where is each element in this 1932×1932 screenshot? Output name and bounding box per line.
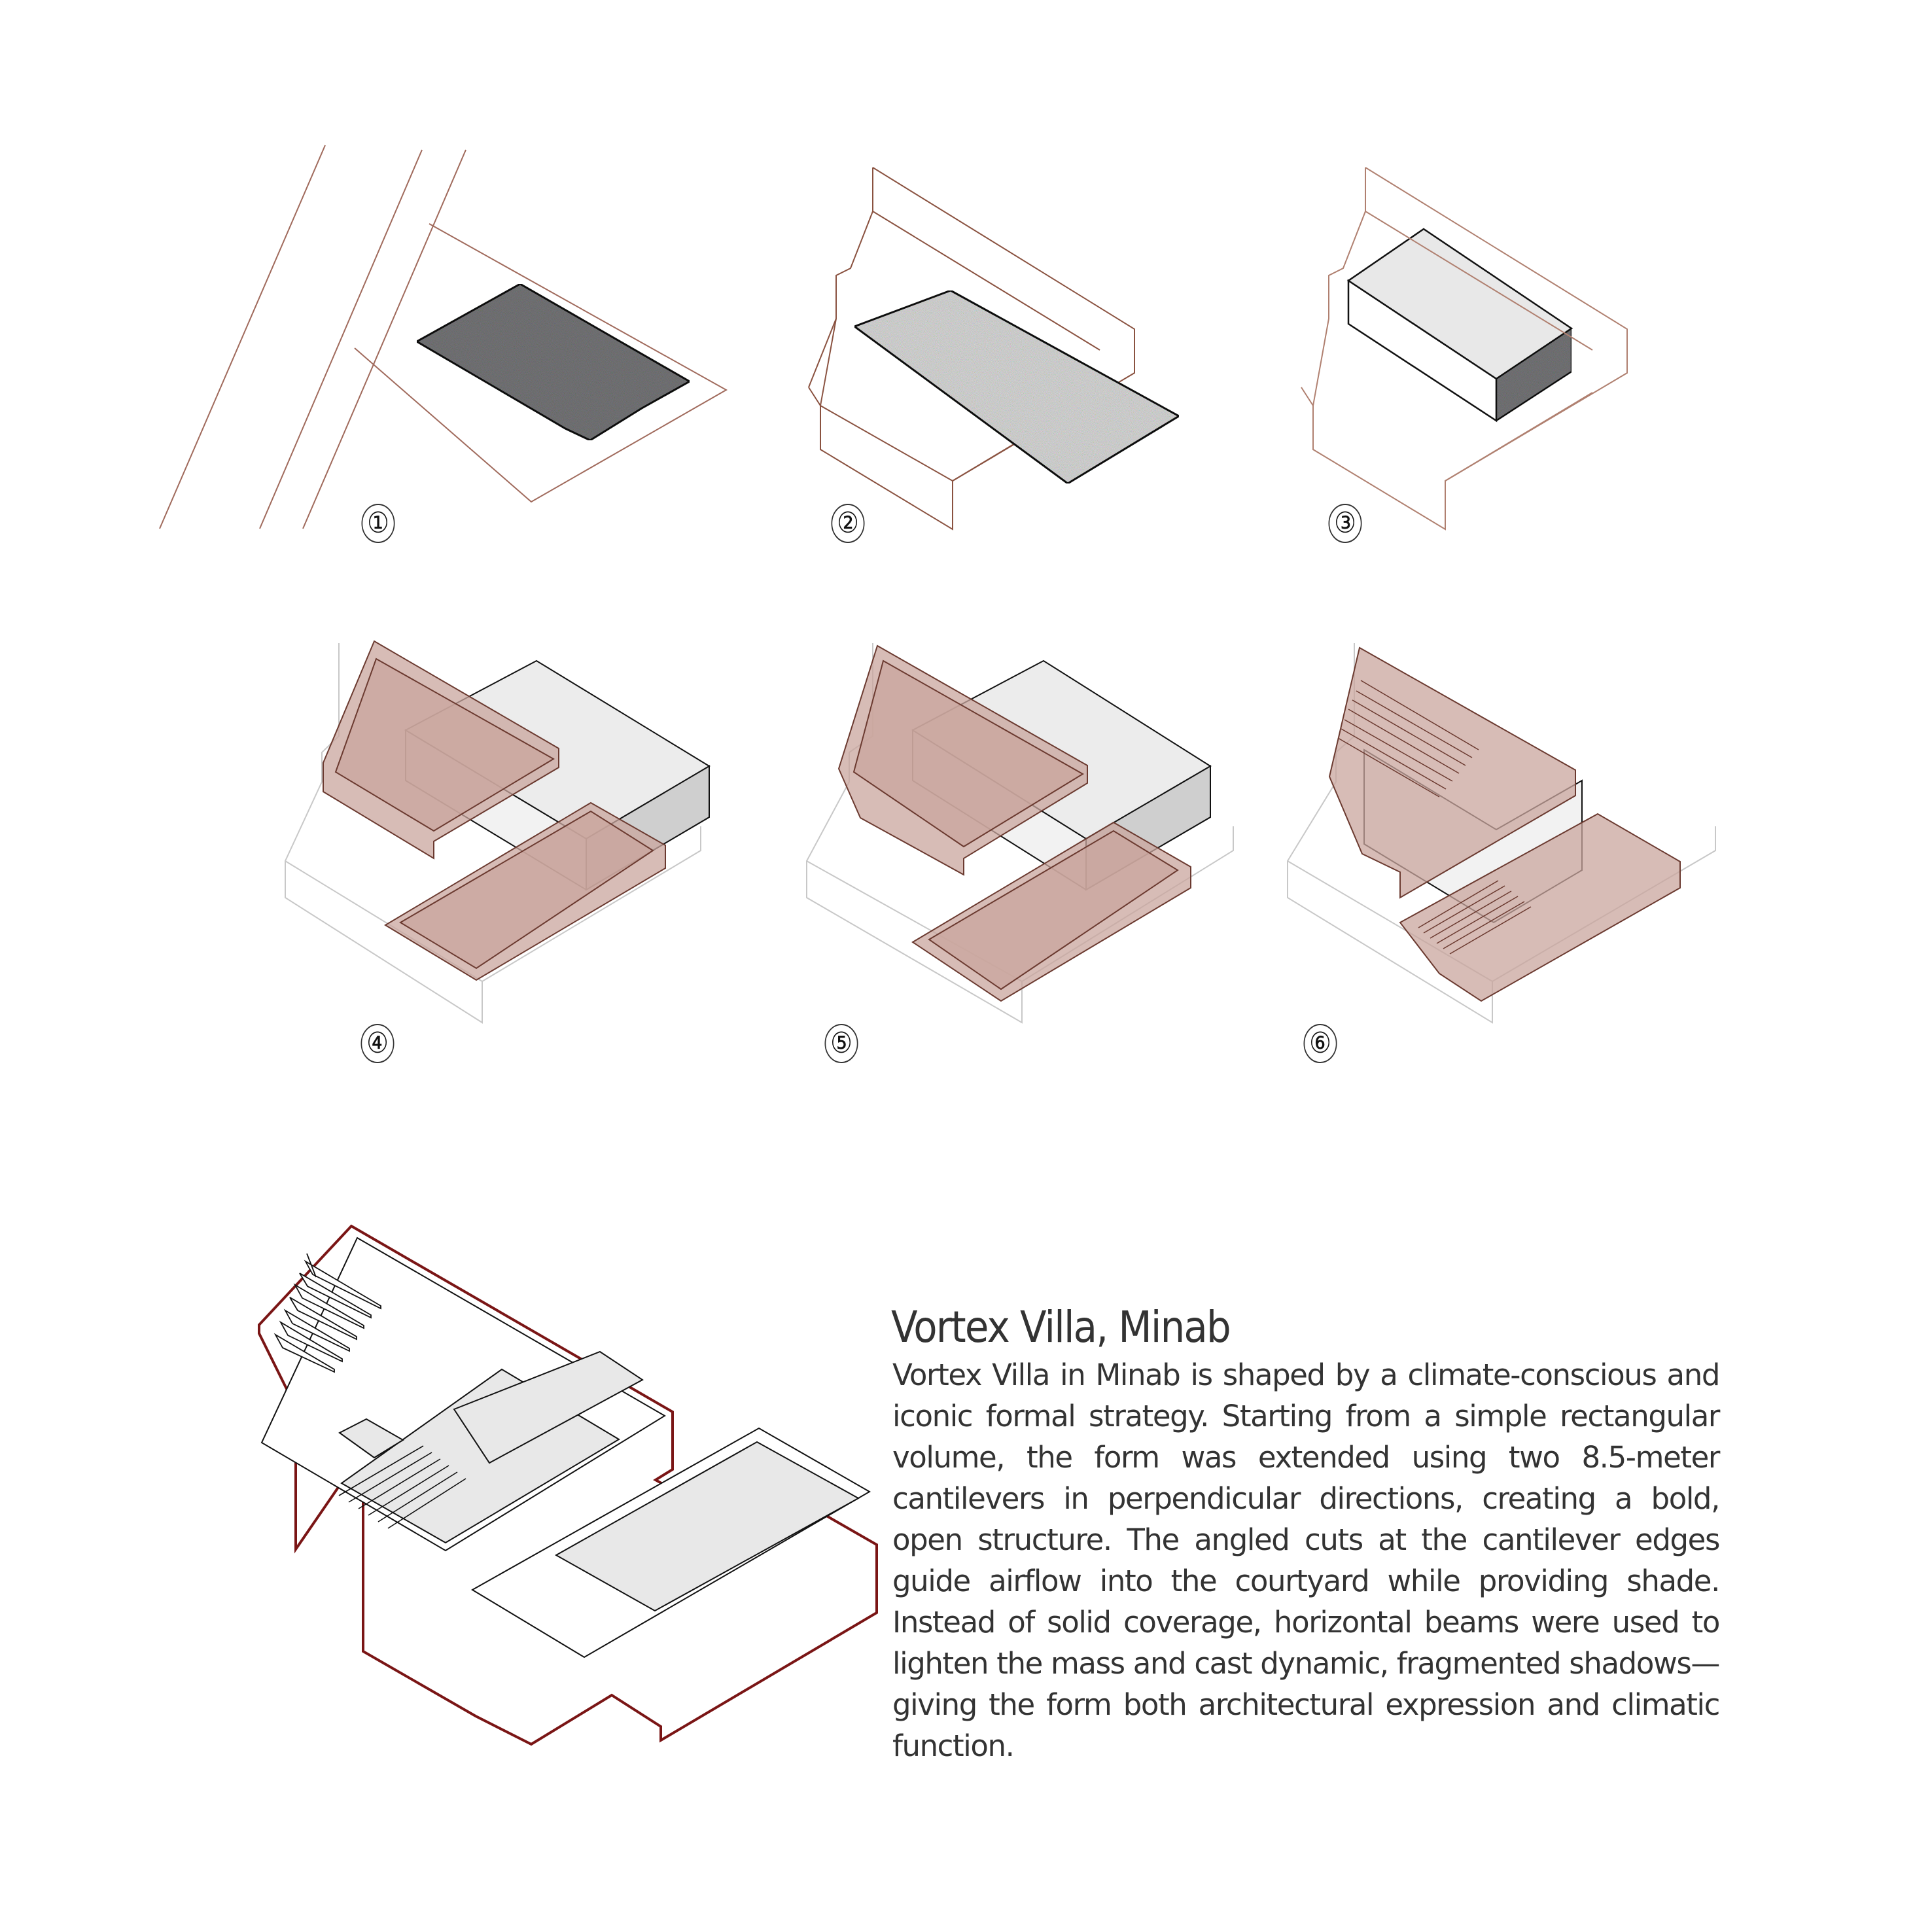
step-4-cantilever-frames-diagram: [285, 640, 711, 1024]
shading-beams-top: [1337, 680, 1479, 798]
final-axonometric: [258, 1224, 878, 1746]
small-pad: [338, 1418, 404, 1459]
step-6-shading-beams-diagram: [1287, 643, 1716, 1024]
step-4-label: ④: [360, 1024, 395, 1063]
site-boundary: [354, 223, 728, 503]
street-line: [302, 149, 466, 529]
south-wing-beams: [338, 1445, 466, 1529]
step-5-label: ⑤: [824, 1024, 858, 1063]
step-1-site-diagram: [159, 145, 728, 529]
step-3-label: ③: [1328, 504, 1362, 543]
project-description: Vortex Villa in Minab is shaped by a cli…: [892, 1358, 1720, 1763]
step-6-label: ⑥: [1303, 1024, 1337, 1063]
step-1-label: ①: [361, 504, 395, 543]
project-title: Vortex Villa, Minab: [891, 1302, 1231, 1352]
street-line: [159, 145, 326, 529]
step-5-angled-cuts-diagram: [806, 643, 1234, 1024]
shading-beams-bottom: [1418, 880, 1532, 955]
volume-end: [1495, 326, 1573, 423]
building-footprint: [852, 289, 1181, 485]
step-3-volume-diagram: [1301, 167, 1628, 531]
south-wing-roof-slab: [554, 1441, 860, 1612]
step-2-site-walls-diagram: [808, 167, 1181, 531]
street-line: [259, 149, 423, 529]
courtyard-roof: [453, 1350, 644, 1464]
north-wing-beams: [273, 1253, 381, 1373]
building-footprint: [414, 283, 692, 442]
step-2-label: ②: [831, 504, 865, 543]
